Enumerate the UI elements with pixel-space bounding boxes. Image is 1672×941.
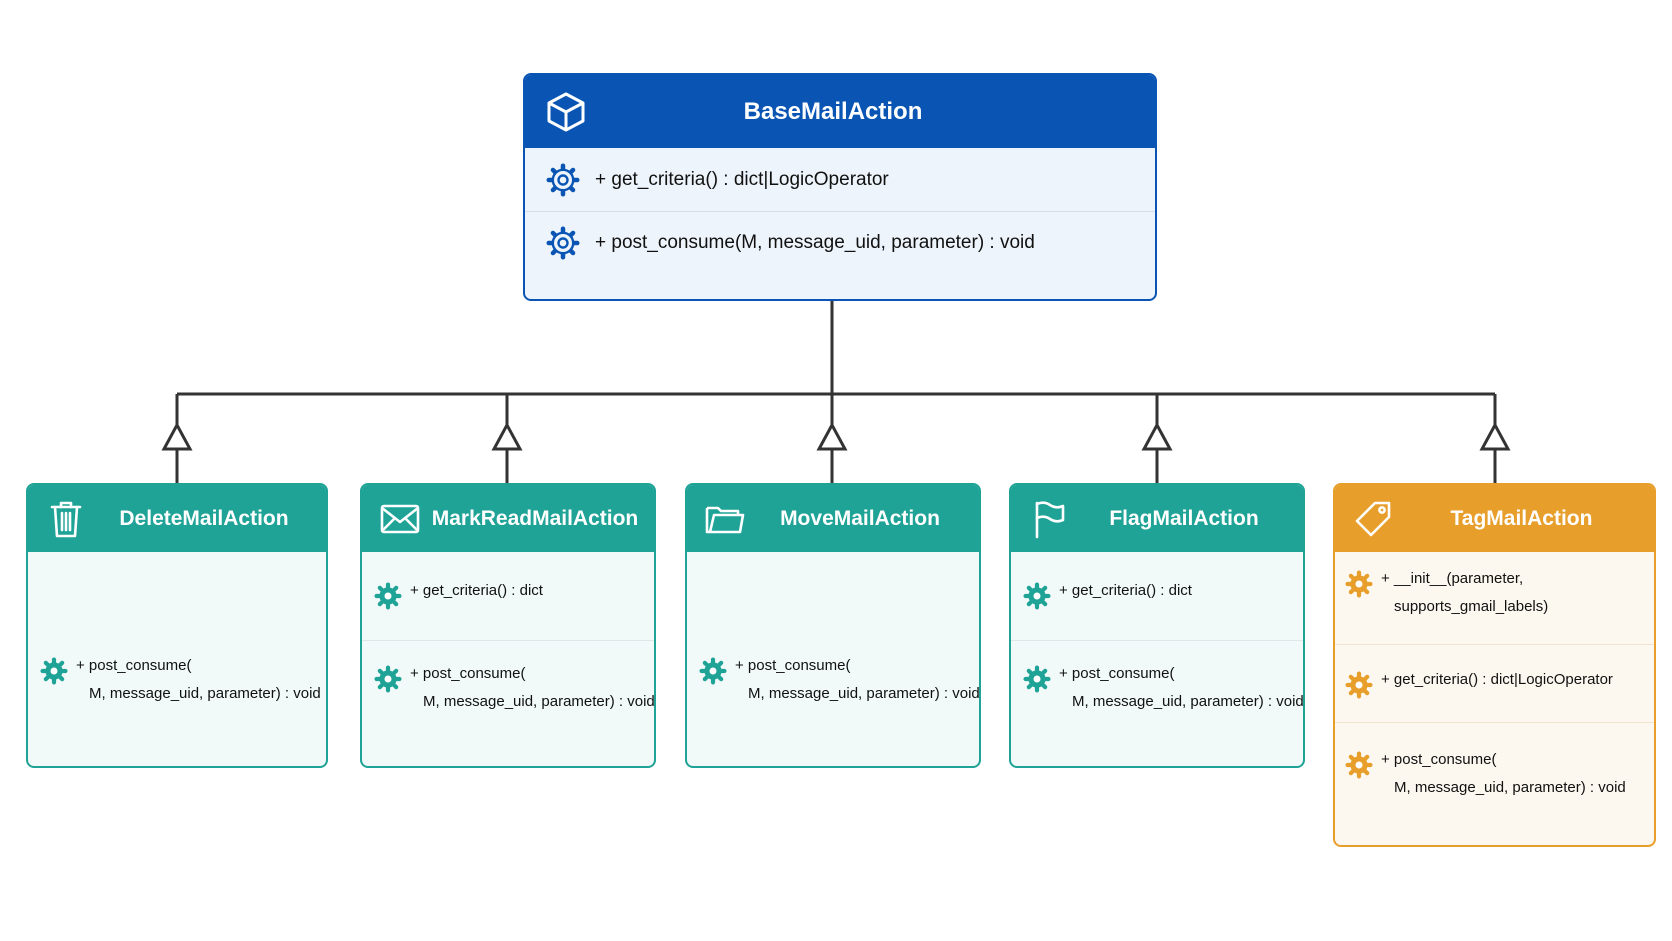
inheritance-arrow-tag [1479,421,1511,451]
method-list: + get_criteria() : dict + post_consume( [362,552,654,710]
method-row: + post_consume( M, message_uid, paramete… [362,640,654,710]
envelope-icon [380,499,420,539]
method-signature-continuation: M, message_uid, parameter) : void [89,685,321,702]
class-flag-mail-action: FlagMailAction + get_criteria() : dict [1009,483,1305,768]
method-signature: + post_consume(M, message_uid, parameter… [595,232,1035,253]
method-signature-continuation: M, message_uid, parameter) : void [1394,779,1626,796]
class-base-mail-action: BaseMailAction + get_criteria() : dict|L… [523,73,1157,301]
gear-icon [1345,751,1373,779]
gear-icon [1345,570,1373,598]
method-row: + get_criteria() : dict [1011,552,1303,640]
gear-icon [699,657,727,685]
class-header: BaseMailAction [525,75,1155,148]
method-row: + post_consume(M, message_uid, parameter… [525,211,1155,274]
method-signature: + post_consume( [410,665,526,682]
tag-icon [1353,499,1393,539]
gear-icon [1345,671,1373,699]
class-title: FlagMailAction [1109,506,1259,530]
method-signature: + get_criteria() : dict|LogicOperator [1381,671,1613,688]
trash-icon [46,499,86,539]
class-header: DeleteMailAction [28,485,326,552]
method-list: + get_criteria() : dict|LogicOperator + … [525,148,1155,274]
method-list: + get_criteria() : dict + post_consume( [1011,552,1303,710]
folder-icon [705,499,745,539]
method-row: + get_criteria() : dict|LogicOperator [1335,644,1654,722]
method-signature: + get_criteria() : dict [1059,582,1192,599]
gear-icon [545,162,581,198]
gear-icon [545,225,581,261]
gear-icon [1023,665,1051,693]
method-signature: + __init__(parameter, [1381,570,1524,587]
method-row: + post_consume( M, message_uid, paramete… [28,552,326,702]
method-signature: + get_criteria() : dict [410,582,543,599]
gear-icon [374,665,402,693]
class-title: MarkReadMailAction [431,506,639,530]
method-list: + post_consume( M, message_uid, paramete… [687,552,979,702]
flag-icon [1029,499,1069,539]
gear-icon [374,582,402,610]
inheritance-arrow-move [816,421,848,451]
class-title: TagMailAction [1450,506,1593,530]
method-row: + post_consume( M, message_uid, paramete… [1335,722,1654,796]
method-list: + post_consume( M, message_uid, paramete… [28,552,326,702]
class-header: FlagMailAction [1011,485,1303,552]
class-header: TagMailAction [1335,485,1654,552]
method-signature-continuation: supports_gmail_labels) [1394,598,1549,615]
gear-icon [40,657,68,685]
class-title: DeleteMailAction [119,506,289,530]
method-row: + get_criteria() : dict|LogicOperator [525,148,1155,211]
class-mark-read-mail-action: MarkReadMailAction + get_criteria() : di… [360,483,656,768]
class-move-mail-action: MoveMailAction + post_consume( M, mess [685,483,981,768]
method-row: + get_criteria() : dict [362,552,654,640]
gear-icon [1023,582,1051,610]
method-signature-continuation: M, message_uid, parameter) : void [423,693,655,710]
method-row: + post_consume( M, message_uid, paramete… [1011,640,1303,710]
method-list: + __init__(parameter, supports_gmail_lab… [1335,552,1654,796]
class-header: MarkReadMailAction [362,485,654,552]
cube-icon [543,89,589,135]
method-signature: + post_consume( [735,657,851,674]
method-row: + post_consume( M, message_uid, paramete… [687,552,979,702]
class-header: MoveMailAction [687,485,979,552]
class-title: BaseMailAction [743,97,923,125]
method-signature: + post_consume( [1381,751,1497,768]
method-signature-continuation: M, message_uid, parameter) : void [748,685,980,702]
method-signature: + post_consume( [1059,665,1175,682]
class-delete-mail-action: DeleteMailAction + post_consume( M, me [26,483,328,768]
class-tag-mail-action: TagMailAction + __init__(parameter, su [1333,483,1656,847]
inheritance-arrow-markread [491,421,523,451]
class-title: MoveMailAction [780,506,940,530]
method-signature: + get_criteria() : dict|LogicOperator [595,168,889,190]
method-signature-continuation: M, message_uid, parameter) : void [1072,693,1304,710]
method-row: + __init__(parameter, supports_gmail_lab… [1335,552,1654,644]
method-signature: + post_consume( [76,657,192,674]
inheritance-arrow-flag [1141,421,1173,451]
inheritance-arrow-delete [161,421,193,451]
